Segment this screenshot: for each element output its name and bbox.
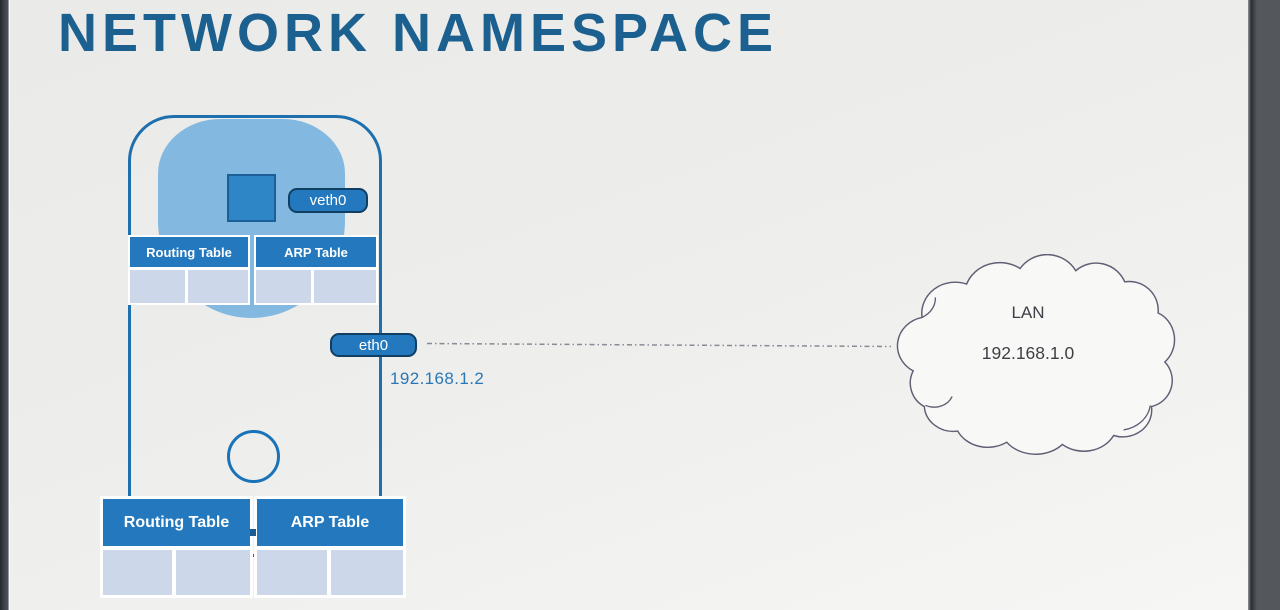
lan-label: LAN	[1011, 303, 1045, 322]
table-cell	[256, 270, 311, 303]
veth0-label-pill: veth0	[288, 188, 368, 213]
veth-interface-square	[227, 174, 276, 222]
host-routing-table-cells	[103, 550, 250, 595]
table-cell	[188, 270, 248, 303]
eth0-label: eth0	[358, 336, 389, 354]
host-arp-table-header: ARP Table	[257, 499, 403, 546]
lan-cloud-icon	[896, 254, 1176, 455]
veth0-label: veth0	[309, 192, 347, 209]
table-cell	[175, 550, 250, 595]
namespace-arp-table: ARP Table	[254, 235, 378, 305]
viewer-right-edge	[1248, 0, 1280, 610]
host-routing-table-header: Routing Table	[103, 499, 250, 546]
table-cell	[130, 270, 186, 303]
loopback-circle	[227, 430, 280, 483]
namespace-routing-table-header: Routing Table	[130, 237, 248, 267]
namespace-arp-table-cells	[256, 270, 376, 303]
host-arp-table: ARP Table	[254, 496, 406, 598]
page-title: NETWORK NAMESPACE	[58, 3, 779, 63]
viewer-left-edge	[0, 0, 10, 610]
namespace-routing-table-cells	[130, 270, 248, 303]
namespace-arp-table-header: ARP Table	[256, 237, 376, 267]
table-connector-dot	[250, 529, 256, 536]
eth0-label-pill: eth0	[330, 333, 417, 357]
host-routing-table: Routing Table	[100, 496, 253, 598]
lan-network-address: 192.168.1.0	[981, 343, 1075, 363]
eth0-ip-address: 192.168.1.2	[390, 369, 485, 388]
host-arp-table-cells	[257, 550, 403, 595]
table-cell	[103, 550, 172, 595]
table-cell	[313, 270, 376, 303]
table-cell	[257, 550, 327, 595]
connection-line	[427, 342, 892, 348]
table-cell	[330, 550, 403, 595]
namespace-routing-table: Routing Table	[128, 235, 250, 305]
